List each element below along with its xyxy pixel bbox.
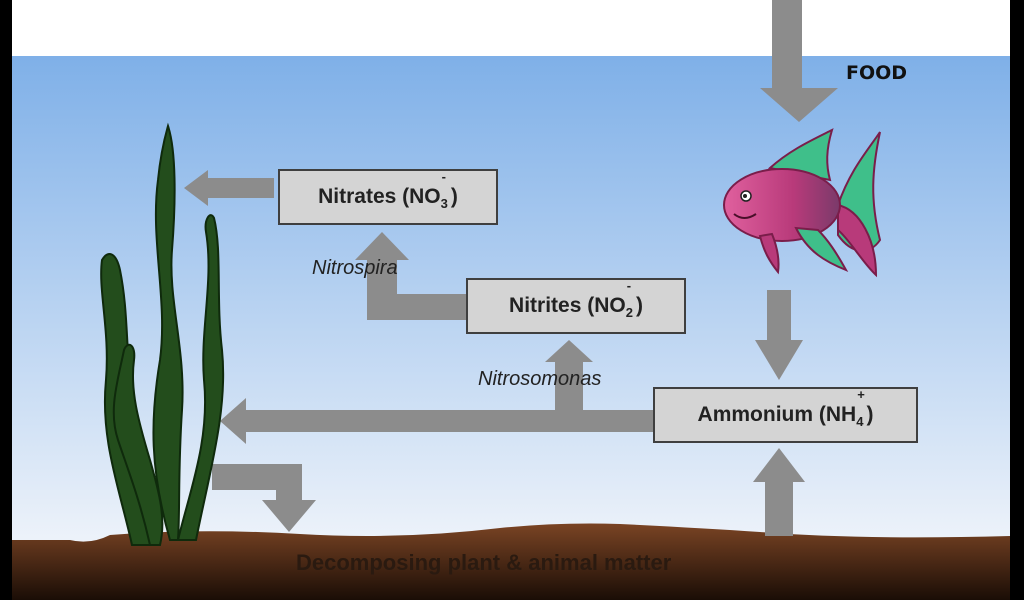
decomposition-caption: Decomposing plant & animal matter [296, 550, 671, 576]
sky-strip [12, 0, 1010, 56]
ammonium-box: Ammonium (NH4+) [653, 387, 918, 443]
nitrosomonas-label: Nitrosomonas [478, 368, 601, 391]
nitrites-formula: Nitrites (NO2-) [509, 294, 643, 318]
ammonium-formula: Ammonium (NH4+) [698, 403, 874, 427]
nitrospira-label: Nitrospira [312, 257, 398, 280]
food-label: FOOD [846, 62, 907, 84]
nitrates-formula: Nitrates (NO3-) [318, 185, 458, 209]
nitrates-box: Nitrates (NO3-) [278, 169, 498, 225]
nitrites-box: Nitrites (NO2-) [466, 278, 686, 334]
